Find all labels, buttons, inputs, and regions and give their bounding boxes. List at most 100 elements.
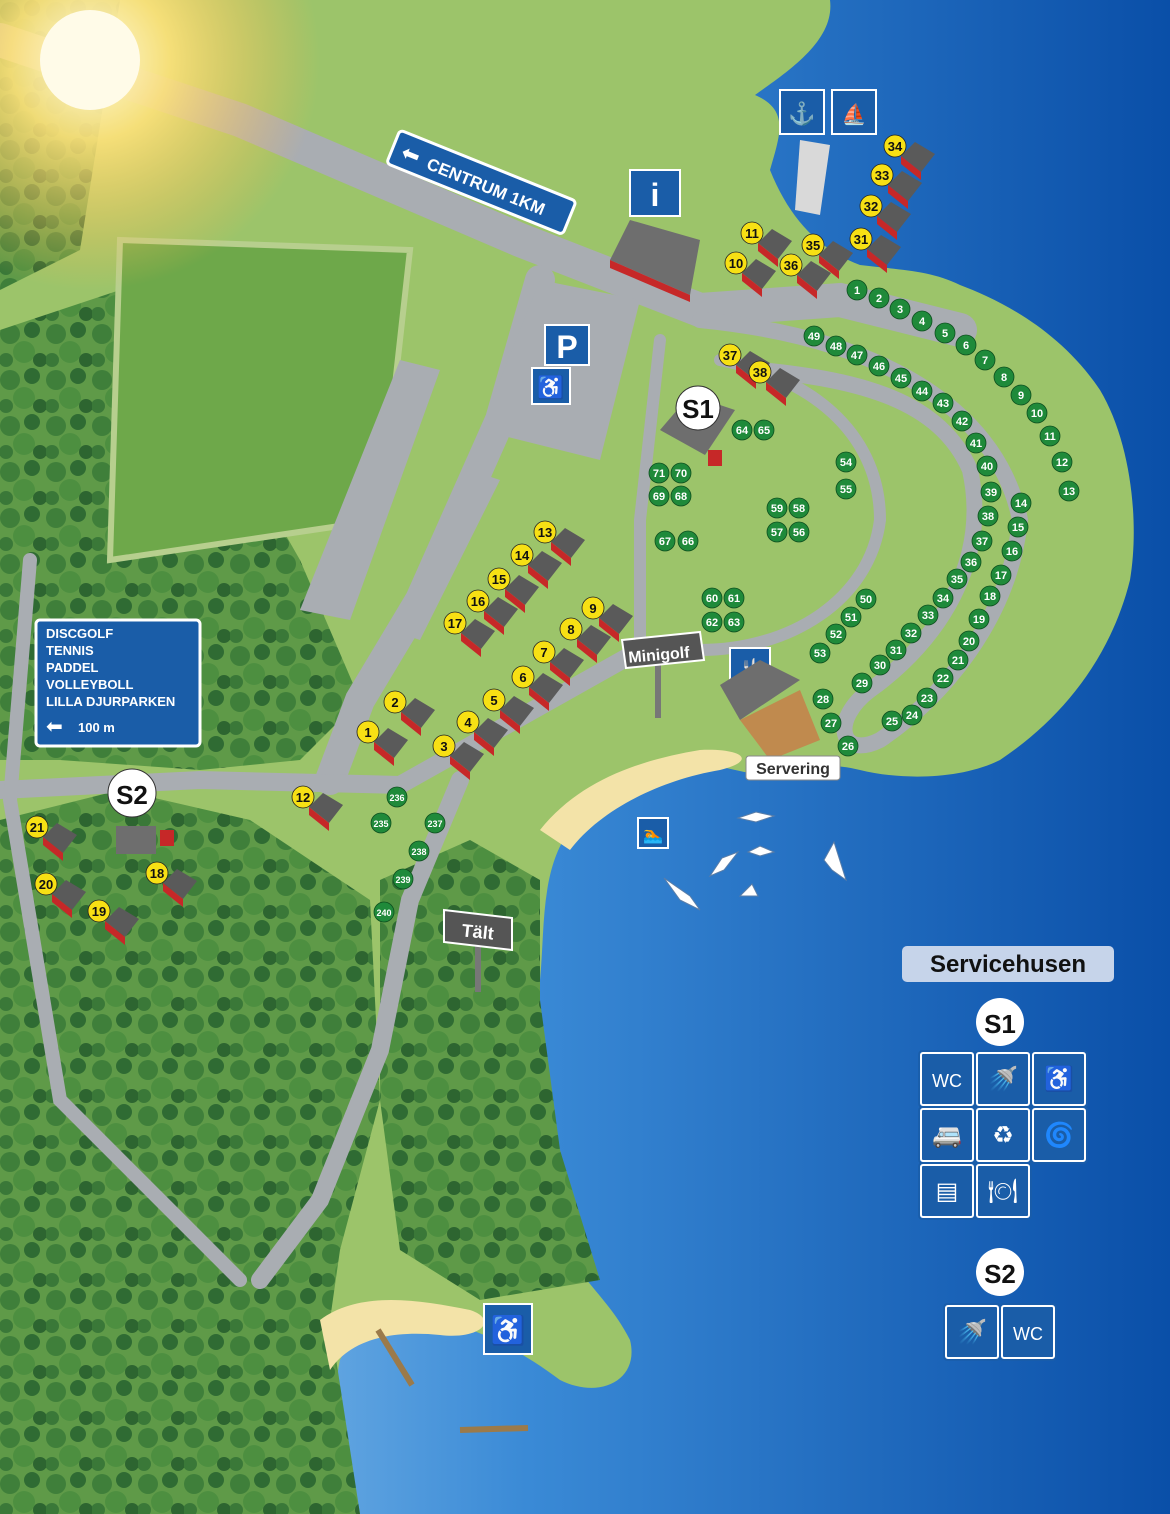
campsite-marker[interactable]: [835, 451, 857, 473]
campsite-marker[interactable]: [648, 485, 670, 507]
campsite-marker[interactable]: [788, 521, 810, 543]
campsite-marker[interactable]: [812, 688, 834, 710]
campsite-marker[interactable]: [392, 868, 414, 890]
campsite-marker[interactable]: [803, 325, 825, 347]
cabin-marker[interactable]: [510, 543, 534, 567]
campsite-marker[interactable]: [731, 419, 753, 441]
campsite-marker[interactable]: [979, 585, 1001, 607]
campsite-marker[interactable]: [825, 335, 847, 357]
cabin-marker[interactable]: [532, 640, 556, 664]
campsite-marker[interactable]: [788, 497, 810, 519]
cabin-marker[interactable]: [487, 567, 511, 591]
campsite-marker[interactable]: [701, 587, 723, 609]
campsite-marker[interactable]: [654, 530, 676, 552]
cabin-marker[interactable]: [718, 343, 742, 367]
campsite-marker[interactable]: [723, 611, 745, 633]
cabin-marker[interactable]: [482, 688, 506, 712]
cabin-marker[interactable]: [801, 233, 825, 257]
cabin-marker[interactable]: [34, 872, 58, 896]
campsite-marker[interactable]: [980, 481, 1002, 503]
campsite-marker[interactable]: [373, 901, 395, 923]
campsite-marker[interactable]: [955, 334, 977, 356]
campsite-marker[interactable]: [868, 287, 890, 309]
campsite-marker[interactable]: [965, 432, 987, 454]
campsite-marker[interactable]: [408, 840, 430, 862]
campsite-marker[interactable]: [370, 812, 392, 834]
campsite-marker[interactable]: [901, 704, 923, 726]
campsite-marker[interactable]: [951, 410, 973, 432]
campsite-marker[interactable]: [1001, 540, 1023, 562]
campsite-marker[interactable]: [1058, 480, 1080, 502]
campsite-marker[interactable]: [723, 587, 745, 609]
campsite-marker[interactable]: [677, 530, 699, 552]
campsite-marker[interactable]: [932, 667, 954, 689]
campsite-marker[interactable]: [825, 623, 847, 645]
campsite-marker[interactable]: [976, 455, 998, 477]
campsite-marker[interactable]: [977, 505, 999, 527]
campsite-marker[interactable]: [974, 349, 996, 371]
campsite-marker[interactable]: [885, 639, 907, 661]
campsite-marker[interactable]: [648, 462, 670, 484]
campsite-marker[interactable]: [766, 497, 788, 519]
campsite-marker[interactable]: [960, 551, 982, 573]
campsite-marker[interactable]: [869, 654, 891, 676]
campsite-marker[interactable]: [890, 367, 912, 389]
campsite-marker[interactable]: [846, 344, 868, 366]
campsite-marker[interactable]: [868, 355, 890, 377]
campsite-marker[interactable]: [424, 812, 446, 834]
cabin-marker[interactable]: [383, 690, 407, 714]
cabin-marker[interactable]: [291, 785, 315, 809]
cabin-marker[interactable]: [559, 617, 583, 641]
cabin-marker[interactable]: [511, 665, 535, 689]
cabin-marker[interactable]: [740, 221, 764, 245]
cabin-marker[interactable]: [859, 194, 883, 218]
cabin-marker[interactable]: [356, 720, 380, 744]
cabin-marker[interactable]: [581, 596, 605, 620]
campsite-marker[interactable]: [1026, 402, 1048, 424]
campsite-marker[interactable]: [855, 588, 877, 610]
campsite-marker[interactable]: [766, 521, 788, 543]
campsite-marker[interactable]: [916, 687, 938, 709]
cabin-marker[interactable]: [724, 251, 748, 275]
campsite-marker[interactable]: [1039, 425, 1061, 447]
campsite-marker[interactable]: [1010, 492, 1032, 514]
campsite-marker[interactable]: [947, 649, 969, 671]
cabin-marker[interactable]: [456, 710, 480, 734]
campsite-marker[interactable]: [968, 608, 990, 630]
cabin-marker[interactable]: [432, 734, 456, 758]
campsite-marker[interactable]: [835, 478, 857, 500]
campsite-marker[interactable]: [911, 380, 933, 402]
cabin-marker[interactable]: [145, 861, 169, 885]
campsite-marker[interactable]: [820, 712, 842, 734]
cabin-marker[interactable]: [779, 253, 803, 277]
cabin-marker[interactable]: [443, 611, 467, 635]
cabin-marker[interactable]: [870, 163, 894, 187]
campsite-marker[interactable]: [840, 606, 862, 628]
campsite-marker[interactable]: [846, 279, 868, 301]
campsite-marker[interactable]: [958, 630, 980, 652]
campsite-marker[interactable]: [932, 587, 954, 609]
campsite-marker[interactable]: [837, 735, 859, 757]
campsite-marker[interactable]: [993, 366, 1015, 388]
cabin-marker[interactable]: [25, 815, 49, 839]
cabin-marker[interactable]: [883, 134, 907, 158]
cabin-marker[interactable]: [466, 589, 490, 613]
campsite-marker[interactable]: [386, 786, 408, 808]
campsite-marker[interactable]: [1010, 384, 1032, 406]
campsite-marker[interactable]: [917, 604, 939, 626]
campsite-marker[interactable]: [1051, 451, 1073, 473]
campsite-marker[interactable]: [851, 672, 873, 694]
campsite-marker[interactable]: [809, 642, 831, 664]
campsite-marker[interactable]: [900, 622, 922, 644]
campsite-marker[interactable]: [1007, 516, 1029, 538]
campsite-marker[interactable]: [934, 322, 956, 344]
cabin-marker[interactable]: [533, 520, 557, 544]
campsite-marker[interactable]: [670, 462, 692, 484]
campsite-marker[interactable]: [670, 485, 692, 507]
campsite-marker[interactable]: [932, 392, 954, 414]
campsite-marker[interactable]: [701, 611, 723, 633]
campsite-marker[interactable]: [889, 298, 911, 320]
campsite-marker[interactable]: [971, 530, 993, 552]
campsite-marker[interactable]: [990, 564, 1012, 586]
campsite-marker[interactable]: [753, 419, 775, 441]
